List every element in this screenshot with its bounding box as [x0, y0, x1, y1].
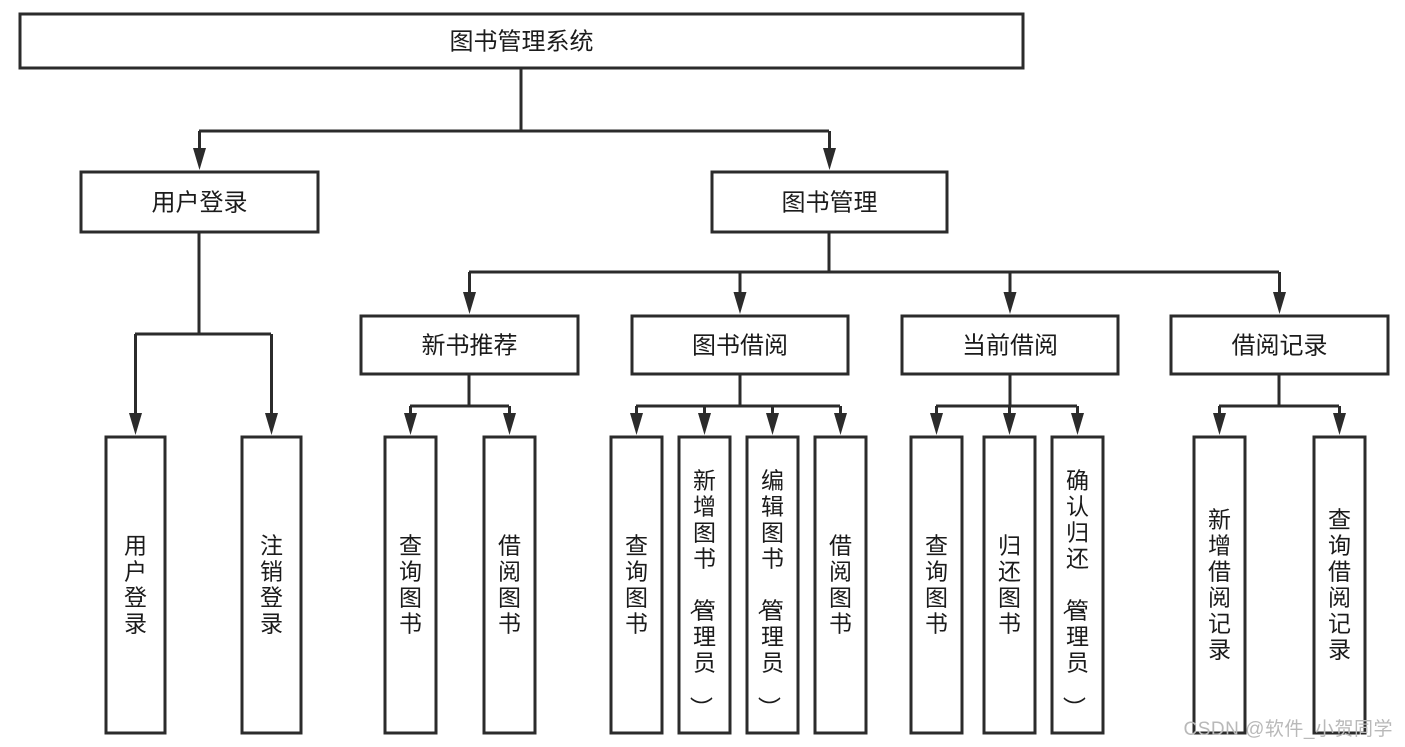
- node-leaf-edit-book[interactable]: 编辑图书（管理员）: [745, 435, 800, 735]
- node-box: [900, 314, 1120, 376]
- node-new-book-rec[interactable]: 新书推荐: [359, 314, 580, 376]
- connector-layer: [129, 68, 1346, 435]
- node-box: [982, 435, 1037, 735]
- node-leaf-query-book-1[interactable]: 查询图书: [383, 435, 438, 735]
- node-label: 借阅图书: [829, 532, 852, 636]
- node-root-root[interactable]: 图书管理系统: [18, 12, 1025, 70]
- node-label: 新增借阅记录: [1208, 506, 1231, 662]
- watermark-label: CSDN @软件_小贺同学: [1183, 719, 1393, 740]
- node-leaf-borrow-book-1[interactable]: 借阅图书: [482, 435, 537, 735]
- node-box: [240, 435, 303, 735]
- node-book-manage[interactable]: 图书管理: [710, 170, 949, 234]
- node-label: 查询借阅记录: [1328, 506, 1351, 662]
- connector-arrowhead: [404, 413, 417, 435]
- node-label: 查询图书: [399, 532, 422, 636]
- node-label: 图书管理: [782, 190, 878, 217]
- node-label: 用户登录: [124, 532, 147, 636]
- node-box: [609, 435, 664, 735]
- connector-arrowhead: [503, 413, 516, 435]
- node-label: 图书管理系统: [450, 29, 594, 56]
- node-box: [482, 435, 537, 735]
- connector-arrowhead: [193, 148, 206, 170]
- node-label: 图书借阅: [692, 333, 788, 360]
- node-label: 借阅记录: [1232, 333, 1328, 360]
- connector-arrowhead: [1003, 292, 1017, 314]
- node-leaf-add-record[interactable]: 新增借阅记录: [1192, 435, 1247, 735]
- node-label: 新书推荐: [422, 333, 518, 360]
- connector-arrowhead: [1071, 413, 1084, 435]
- connector-arrowhead: [630, 413, 643, 435]
- node-label: 新增图书（管理员）: [688, 467, 716, 719]
- connector-arrowhead: [1003, 413, 1016, 435]
- node-box: [1312, 435, 1367, 735]
- node-box: [677, 435, 732, 735]
- connector-arrowhead: [463, 292, 476, 314]
- connector-arrowhead: [766, 413, 779, 435]
- connector-arrowhead: [1213, 413, 1226, 435]
- node-book-borrow[interactable]: 图书借阅: [630, 314, 850, 376]
- node-box: [1192, 435, 1247, 735]
- node-user-login[interactable]: 用户登录: [79, 170, 320, 234]
- node-leaf-confirm-return[interactable]: 确认归还（管理员）: [1050, 435, 1105, 735]
- node-box: [1169, 314, 1390, 376]
- node-leaf-logout[interactable]: 注销登录: [240, 435, 303, 735]
- connector-arrowhead: [733, 292, 747, 314]
- node-box: [630, 314, 850, 376]
- node-label: 编辑图书（管理员）: [756, 467, 784, 719]
- node-layer: 图书管理系统用户登录图书管理新书推荐图书借阅当前借阅借阅记录用户登录注销登录查询…: [18, 12, 1390, 735]
- connector-arrowhead: [129, 413, 142, 435]
- node-leaf-query-book-2[interactable]: 查询图书: [609, 435, 664, 735]
- connector-arrowhead: [930, 413, 943, 435]
- node-box: [18, 12, 1025, 70]
- connector-arrowhead: [265, 413, 278, 435]
- node-borrow-record[interactable]: 借阅记录: [1169, 314, 1390, 376]
- node-label: 注销登录: [260, 532, 283, 636]
- node-label: 查询图书: [625, 532, 648, 636]
- node-box: [359, 314, 580, 376]
- node-leaf-add-book[interactable]: 新增图书（管理员）: [677, 435, 732, 735]
- node-box: [79, 170, 320, 234]
- node-box: [383, 435, 438, 735]
- node-box: [909, 435, 964, 735]
- connector-arrowhead: [834, 413, 847, 435]
- node-leaf-query-record[interactable]: 查询借阅记录: [1312, 435, 1367, 735]
- node-label: 用户登录: [152, 190, 248, 217]
- node-label: 查询图书: [925, 532, 948, 636]
- node-box: [813, 435, 868, 735]
- node-current-borrow[interactable]: 当前借阅: [900, 314, 1120, 376]
- node-box: [1050, 435, 1105, 735]
- node-leaf-return-book[interactable]: 归还图书: [982, 435, 1037, 735]
- node-leaf-user-login[interactable]: 用户登录: [104, 435, 167, 735]
- node-box: [745, 435, 800, 735]
- connector-arrowhead: [823, 148, 836, 170]
- connector-arrowhead: [1333, 413, 1346, 435]
- node-box: [710, 170, 949, 234]
- connector-arrowhead: [698, 413, 711, 435]
- node-label: 借阅图书: [498, 532, 521, 636]
- connector-arrowhead: [1273, 292, 1286, 314]
- node-leaf-query-book-3[interactable]: 查询图书: [909, 435, 964, 735]
- node-leaf-borrow-book-2[interactable]: 借阅图书: [813, 435, 868, 735]
- node-label: 确认归还（管理员）: [1061, 467, 1089, 719]
- node-label: 归还图书: [998, 532, 1021, 636]
- node-box: [104, 435, 167, 735]
- node-label: 当前借阅: [962, 333, 1058, 360]
